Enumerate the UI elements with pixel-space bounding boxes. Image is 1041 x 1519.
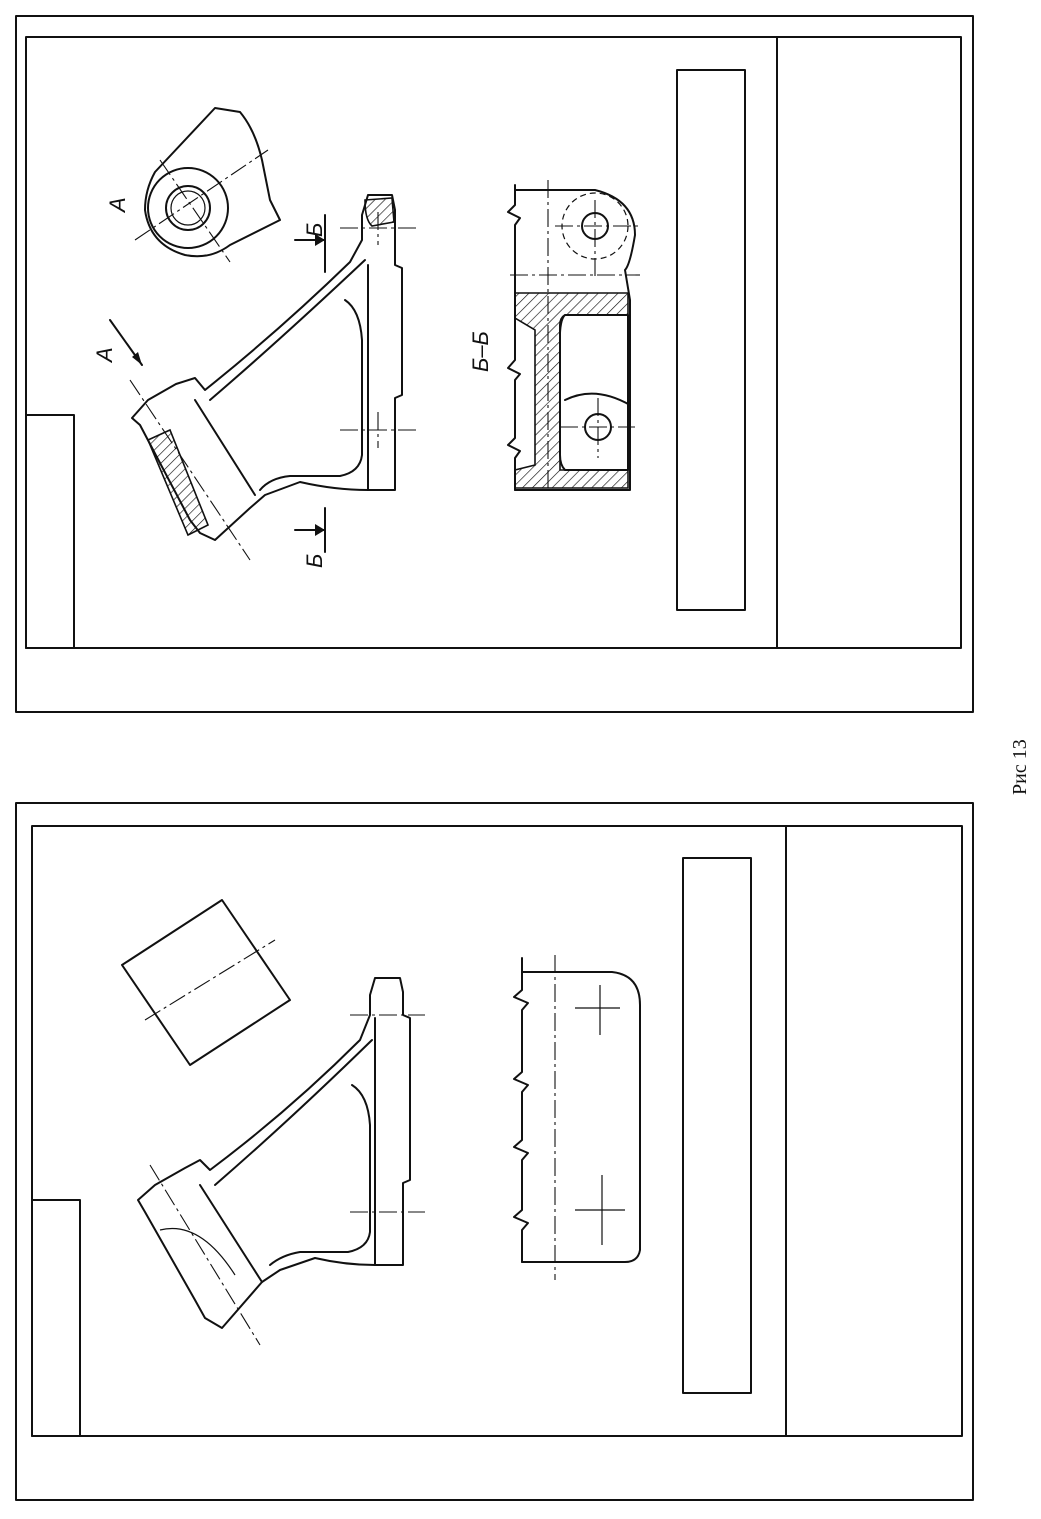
drawing-sheet-bottom	[15, 802, 974, 1501]
sheet-outer-border	[15, 15, 974, 713]
view-a-label: А	[105, 197, 130, 214]
bracket-web-line	[199, 1184, 263, 1283]
view-a-detail: А	[105, 107, 281, 263]
bracket-inner-curve	[259, 299, 363, 491]
section-outline	[514, 189, 636, 491]
bracket-web-line	[194, 399, 256, 496]
section-marker-top: Б	[294, 214, 327, 273]
section-marker-bottom: Б	[294, 507, 327, 568]
bracket-rib-edge	[209, 259, 366, 401]
drawing-sheet-top: А А Б Б Б–Б	[15, 15, 974, 713]
corner-stamp-box	[25, 414, 75, 649]
view-a-axis-1	[159, 159, 231, 263]
plate-outline	[521, 971, 641, 1263]
plate-break-line	[513, 957, 529, 1263]
title-strip	[676, 69, 746, 611]
sheet-outer-border	[15, 802, 974, 1501]
sheet-inner-frame	[25, 36, 962, 649]
corner-stamp-box	[31, 1199, 81, 1437]
plate-view-blank	[513, 955, 641, 1280]
bracket-top-pad	[364, 197, 395, 227]
section-break-line	[507, 184, 521, 491]
bracket-axis-1	[129, 379, 251, 561]
auxiliary-rectangle-view	[121, 899, 291, 1066]
figure-caption: Рис 13	[1009, 739, 1031, 795]
view-a-bore	[165, 185, 211, 231]
section-marker-top-label: Б	[302, 223, 327, 237]
bracket-rib-edge	[214, 1039, 373, 1186]
bracket-main-view	[129, 194, 420, 561]
view-a-outer-ring	[147, 167, 229, 249]
section-b-b: Б–Б	[468, 180, 640, 491]
section-hatched-web	[514, 292, 629, 489]
view-a-arrow-label: А	[92, 347, 117, 364]
section-inner-contour	[559, 314, 629, 471]
view-a-bore-inner	[170, 190, 206, 226]
section-marker-bottom-label: Б	[302, 554, 327, 568]
title-strip	[682, 857, 752, 1394]
view-a-contour	[144, 107, 281, 258]
bracket-hatched-wall	[146, 428, 210, 537]
bracket-axis-1	[149, 1164, 261, 1346]
sheet-inner-frame	[31, 825, 963, 1437]
view-a-axis-2	[134, 149, 269, 241]
bracket-inner-curve	[269, 1084, 371, 1266]
section-hole-bottom-boss	[564, 392, 631, 406]
section-b-b-title: Б–Б	[468, 331, 493, 372]
view-a-arrow: А	[92, 319, 143, 366]
bracket-main-view-blank	[137, 977, 425, 1346]
bracket-wall-curve	[159, 1227, 236, 1276]
